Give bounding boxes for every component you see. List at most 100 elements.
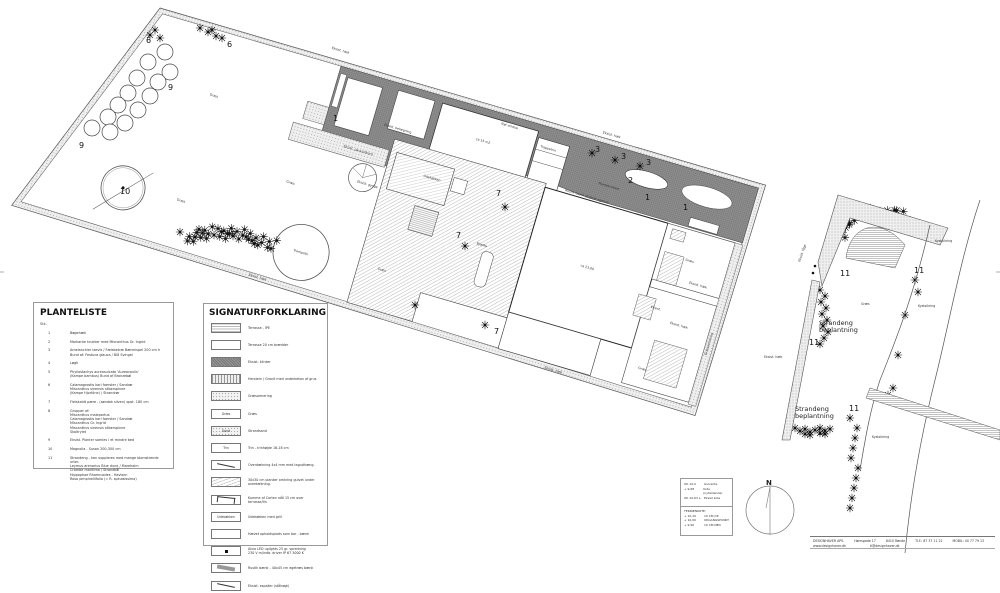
bed — [643, 339, 688, 389]
level-value: + 9,68 — [684, 486, 695, 491]
plant-description: Magnolia - Susan 200-300 cm — [70, 447, 121, 452]
shrub-symbol — [141, 87, 159, 105]
north-label: N — [766, 479, 772, 487]
legend-swatch — [211, 528, 241, 539]
plant-star-symbol — [217, 33, 227, 43]
plant-star-symbol — [232, 227, 242, 236]
shrub-symbol — [83, 119, 101, 137]
plant-star-symbol — [150, 25, 160, 35]
plant-number: 1 — [48, 331, 51, 335]
plant-star-symbol — [211, 31, 221, 41]
plant-star-symbol — [145, 30, 155, 40]
legend-swatch: Trin — [211, 443, 241, 453]
company-street: Hørrsgade 17 — [854, 539, 876, 543]
plant-description: Calamagrostis karl foerster / Sandrør Mi… — [70, 382, 133, 396]
plant-star-symbol — [851, 473, 861, 483]
plant-description: Phyllostachys aureosulcata 'Aureocaulis'… — [70, 370, 139, 379]
plant-star-symbol — [823, 327, 833, 337]
legend-swatch — [211, 563, 241, 574]
legend-text: 30x30 cm planker omkring gulvet under ov… — [248, 478, 315, 487]
bed — [632, 293, 657, 321]
legend-text: Udekøkken med grill — [248, 514, 282, 519]
existing-shrubs-group — [83, 43, 179, 141]
plant-star-symbol — [850, 433, 860, 443]
plant-star-symbol — [175, 227, 185, 237]
legend-swatch — [211, 357, 241, 368]
plant-star-symbol — [820, 429, 830, 439]
plant-list-title: PLANTELISTE — [40, 308, 107, 318]
plant-star-symbol — [822, 315, 832, 325]
legend-swatch — [211, 460, 241, 471]
plant-description: Fleiskaldt pære - (søndak silven) opst. … — [70, 400, 149, 405]
label: Eksist. hæk — [331, 46, 350, 55]
legend-text: Eksist. klinker — [248, 360, 271, 365]
trellis — [331, 73, 347, 108]
boardwalk — [865, 387, 1000, 441]
legend-swatch-label: Sand — [221, 428, 231, 433]
plant-number: 7 — [496, 189, 501, 198]
company-website[interactable]: www.designhaver.dk — [813, 544, 846, 548]
level-desc: 10 CM OP — [704, 513, 719, 518]
plant-number: 2 — [48, 339, 51, 344]
label: Græs — [685, 258, 695, 264]
plant-star-symbol — [196, 233, 205, 242]
plant-star-symbol — [244, 235, 253, 244]
legend-text: Alvia LED uplights 25 gr. spredning 230 … — [248, 547, 306, 556]
level-desc: UDGANGSPUNKT — [703, 518, 729, 522]
plant-description: Løgh — [70, 361, 79, 366]
plant-star-symbol — [913, 287, 923, 297]
legend-swatch-label: Udekøkken — [217, 514, 235, 519]
coast-line — [904, 199, 981, 553]
plant-star-symbol — [849, 483, 859, 493]
legend-item: Eksist. espalier (stålrøgt) — [209, 578, 322, 593]
label: Græs — [861, 302, 870, 306]
shrub-symbol — [101, 123, 119, 141]
level-desc: Eksist kote — [704, 495, 721, 500]
planter-boxes — [687, 217, 720, 235]
main-site: Eksist. hæk Eksist. hæk Græs Græs Græs G… — [11, 7, 767, 417]
company-email[interactable]: tl@designhaver.dk — [869, 544, 900, 548]
legend-swatch — [211, 391, 241, 402]
level-value: OK 10,63 s — [684, 495, 701, 500]
legend-swatch-label: Græs — [221, 411, 231, 416]
label: ca 15 m2 — [475, 137, 490, 145]
plant-number: 7 — [456, 231, 461, 240]
planting-box-1 — [302, 100, 330, 125]
plant-star-symbol — [818, 321, 828, 331]
plant-star-symbol — [246, 229, 255, 238]
legend-item: Græs Græs — [209, 406, 322, 421]
plant-star-symbol — [263, 243, 272, 252]
plant-number: 3 — [48, 348, 51, 353]
plant-star-symbol — [183, 236, 192, 246]
label: Eksist. hæk — [764, 355, 782, 359]
shrub-symbol — [149, 73, 167, 91]
legend-text: Terrasse 20 cm brædder — [248, 342, 289, 347]
legend-text: Rustik bænk - 40x45 cm egetræs bænk — [248, 566, 314, 571]
existing-building — [386, 89, 436, 140]
plant-star-symbol — [202, 234, 211, 243]
plant-star-symbol — [225, 229, 234, 238]
house-extension — [497, 311, 602, 376]
plant-list-item: 4 Løgh — [40, 361, 167, 365]
plant-number: 9 — [79, 141, 84, 150]
bed — [669, 228, 687, 243]
plant-star-symbol — [893, 350, 903, 360]
legend-text: Græs — [248, 411, 257, 416]
coast-line — [859, 224, 931, 471]
level-heading: TERRÆNKOTE: — [684, 509, 706, 513]
plant-star-symbol — [189, 237, 198, 246]
plant-star-symbol — [845, 413, 855, 423]
plant-star-symbol — [821, 303, 831, 313]
plant-number: 4 — [48, 361, 51, 366]
